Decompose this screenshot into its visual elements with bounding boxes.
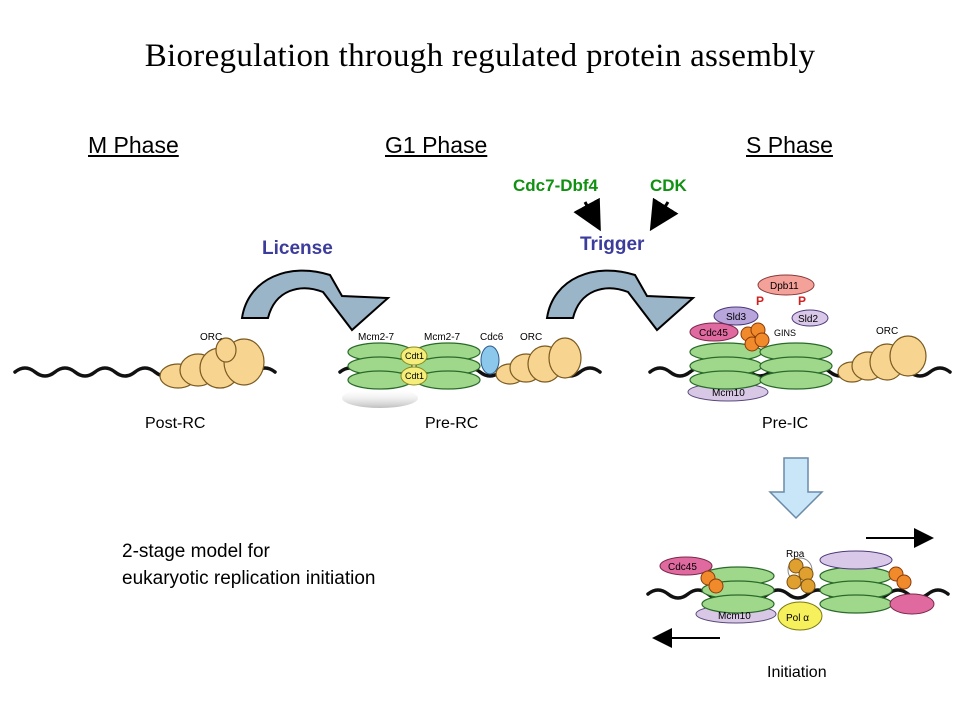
initiation-rpa-label: Rpa bbox=[786, 549, 805, 560]
initiation-gins-right bbox=[888, 566, 912, 590]
page-title: Bioregulation through regulated protein … bbox=[144, 38, 816, 74]
initiation-down-arrow bbox=[768, 457, 824, 520]
pre-rc-cdt1-upper-label: Cdt1 bbox=[405, 351, 424, 361]
cdk-label: CDK bbox=[650, 176, 687, 195]
pre-ic-cdc45-label: Cdc45 bbox=[699, 328, 728, 339]
pre-rc-mcm-left-label: Mcm2-7 bbox=[358, 332, 395, 343]
m-phase-label: M Phase bbox=[88, 132, 179, 158]
pre-ic-sld2-label: Sld2 bbox=[798, 314, 818, 325]
pre-ic-sld3-label: Sld3 bbox=[726, 312, 746, 323]
pre-rc-mcm-right-label: Mcm2-7 bbox=[424, 332, 461, 343]
initiation-gins-left bbox=[700, 570, 724, 594]
pre-rc-orc-label: ORC bbox=[520, 332, 542, 343]
initiation-complex bbox=[659, 550, 935, 631]
initiation-pol-label: Pol α bbox=[786, 613, 809, 624]
pre-ic-complex bbox=[687, 274, 927, 402]
pre-ic-gins-label: GINS bbox=[774, 328, 796, 338]
pre-ic-label: Pre-IC bbox=[762, 415, 809, 432]
post-rc-orc-label: ORC bbox=[200, 332, 222, 343]
pre-rc-cdt1-lower-label: Cdt1 bbox=[405, 371, 424, 381]
pre-ic-orc-label: ORC bbox=[876, 326, 898, 337]
initiation-label: Initiation bbox=[767, 664, 827, 681]
caption-line-1: 2-stage model for bbox=[122, 541, 270, 562]
g1-phase-label: G1 Phase bbox=[385, 132, 488, 158]
pre-ic-dpb11-label: Dpb11 bbox=[770, 281, 799, 292]
license-label: License bbox=[262, 238, 333, 259]
pre-rc-label: Pre-RC bbox=[425, 415, 479, 432]
post-rc-label: Post-RC bbox=[145, 415, 206, 432]
pre-ic-mcm10-label: Mcm10 bbox=[712, 388, 745, 399]
pre-rc-complex bbox=[342, 337, 582, 408]
pre-ic-gins-cluster bbox=[740, 322, 770, 352]
cdc7-arrow bbox=[573, 197, 601, 232]
cdc7-dbf4-label: Cdc7-Dbf4 bbox=[513, 176, 599, 195]
trigger-arrow bbox=[545, 269, 696, 332]
caption-line-2: eukaryotic replication initiation bbox=[122, 568, 376, 589]
trigger-label: Trigger bbox=[580, 234, 645, 255]
rpa-cluster bbox=[786, 558, 816, 594]
pre-rc-cdc6-label: Cdc6 bbox=[480, 332, 504, 343]
initiation-cdc45-label: Cdc45 bbox=[668, 562, 697, 573]
model-caption: 2-stage model for eukaryotic replication… bbox=[122, 538, 375, 592]
pre-ic-p-right-label: P bbox=[798, 294, 806, 308]
license-arrow bbox=[240, 269, 391, 332]
cdk-arrow bbox=[649, 197, 679, 232]
initiation-mcm10-label: Mcm10 bbox=[718, 611, 751, 622]
pre-ic-p-left-label: P bbox=[756, 294, 764, 308]
post-rc-complex bbox=[159, 337, 265, 389]
s-phase-label: S Phase bbox=[746, 132, 833, 158]
